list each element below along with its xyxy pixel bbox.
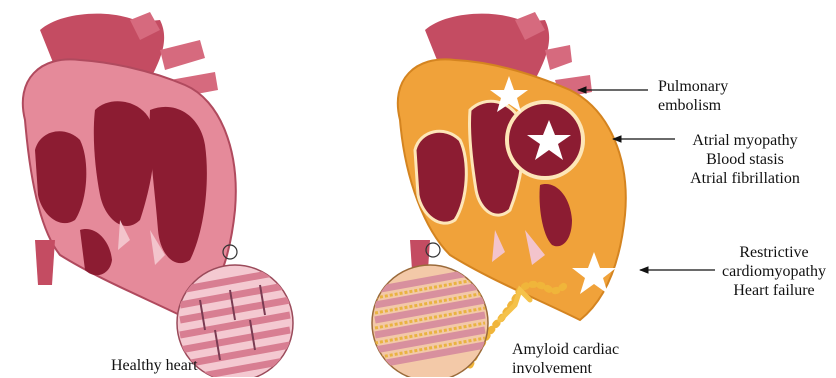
amyloid-left-atrium [415,131,466,223]
annotation-line: cardiomyopathy [718,262,830,281]
healthy-heart [23,12,293,377]
amyloid-heart [372,12,626,377]
annotation-line: Atrial fibrillation [680,169,810,188]
caption-amyloid: Amyloid cardiac involvement [512,340,619,378]
caption-amyloid-line: Amyloid cardiac [512,340,619,359]
annotation-restrictive: Restrictive cardiomyopathy Heart failure [718,243,830,300]
annotation-line: Pulmonary [658,77,728,96]
annotation-atrial: Atrial myopathy Blood stasis Atrial fibr… [680,131,810,188]
annotation-line: embolism [658,96,728,115]
annotation-line: Heart failure [718,281,830,300]
annotation-pulmonary: Pulmonary embolism [658,77,728,115]
annotation-line: Blood stasis [680,150,810,169]
annotation-line: Atrial myopathy [680,131,810,150]
annotation-line: Restrictive [718,243,830,262]
caption-amyloid-line: involvement [512,359,619,378]
caption-healthy-heart: Healthy heart [111,356,198,375]
healthy-vena-cava [35,240,55,285]
